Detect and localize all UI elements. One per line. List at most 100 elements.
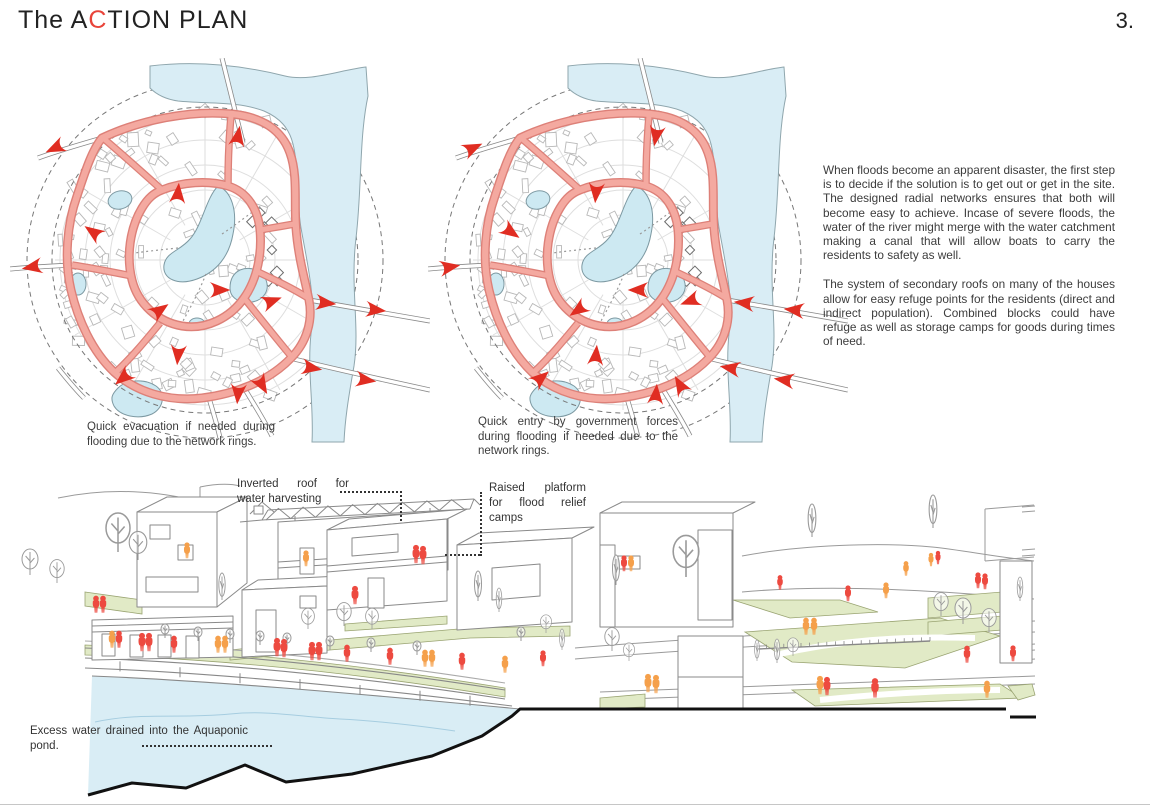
person-figure-icon [386, 647, 394, 665]
person-figure-icon [421, 649, 429, 667]
tree-icon [1016, 576, 1024, 601]
person-figure-icon [816, 675, 824, 695]
person-figure-icon [777, 575, 783, 590]
dotted-guides [543, 205, 680, 322]
tree-icon [787, 637, 799, 656]
buildings [91, 496, 1033, 709]
paragraph-flood-strategy: When floods become an apparent disaster,… [823, 163, 1115, 263]
tree-icon [49, 559, 65, 583]
entry-arrows [438, 124, 806, 406]
tree-icon [516, 626, 526, 641]
tree-icon [365, 607, 379, 629]
tree-icon [495, 587, 503, 612]
tree-icon [672, 534, 700, 577]
dotted-leader [445, 554, 480, 556]
tree-icon [225, 628, 235, 643]
tree-icon [612, 554, 620, 585]
person-figure-icon [844, 585, 852, 602]
tree-icon [366, 637, 376, 652]
tree-icon [255, 630, 265, 645]
person-figure-icon [928, 552, 934, 567]
person-figure-icon [302, 550, 310, 567]
building-right-edge [999, 560, 1033, 664]
tree-icon [928, 494, 938, 528]
person-figure-icon [412, 544, 420, 564]
person-figure-icon [214, 635, 222, 653]
tree-icon [325, 635, 335, 650]
person-figure-icon [308, 641, 316, 661]
person-figure-icon [652, 674, 660, 694]
title-text-pre: The A [18, 6, 89, 34]
person-figure-icon [343, 644, 351, 662]
tree-icon [754, 639, 760, 661]
ramp-railing-ticks [757, 637, 931, 649]
tree-icon [193, 626, 203, 641]
entry-map [428, 58, 848, 443]
dotted-leader [340, 491, 402, 493]
person-figure-icon [802, 617, 810, 635]
person-figure-icon [983, 680, 991, 698]
title-accent-letter: C [88, 6, 108, 34]
person-figure-icon [273, 637, 281, 657]
dotted-guides [125, 205, 262, 322]
person-figure-icon [315, 641, 323, 661]
tree-icon [981, 608, 997, 632]
person-figure-icon [428, 649, 436, 667]
person-figure-icon [138, 632, 146, 652]
person-figure-icon [823, 676, 831, 696]
building-small-cube [241, 575, 341, 658]
tree-icon [301, 607, 315, 629]
evacuation-arrows [21, 125, 387, 405]
tree-icon [540, 614, 552, 633]
person-figure-icon [644, 673, 652, 693]
title-text-post: TION PLAN [107, 6, 249, 34]
person-figure-icon [99, 595, 107, 613]
person-figure-icon [974, 572, 982, 589]
tree-icon [807, 503, 817, 537]
building-right-house [456, 526, 595, 631]
person-figure-icon [351, 585, 359, 605]
description-text-column: When floods become an apparent disaster,… [823, 163, 1115, 363]
person-figure-icon [221, 635, 229, 653]
person-figure-icon [871, 678, 879, 698]
person-figure-icon [170, 635, 178, 653]
trees [21, 494, 1024, 663]
person-figure-icon [810, 617, 818, 635]
dotted-leader [142, 745, 272, 747]
annotation-inverted-roof: Inverted roof for water harvesting [237, 478, 349, 505]
tree-icon [604, 627, 620, 651]
annotation-raised-platform: Raised platform for flood relief camps [489, 482, 586, 524]
page-edge-line [0, 804, 1150, 805]
tree-icon [474, 570, 482, 601]
tree-icon [105, 512, 131, 552]
person-figure-icon [882, 582, 890, 599]
people-figures [92, 542, 1017, 698]
building-far-right-block [599, 501, 756, 628]
page-number: 3. [1115, 8, 1134, 33]
dotted-leader [400, 491, 402, 521]
person-figure-icon [280, 638, 288, 658]
promenade-joint-ticks [119, 661, 471, 706]
river [567, 63, 787, 443]
person-figure-icon [419, 545, 427, 565]
person-figure-icon [92, 595, 100, 613]
building-left-house [136, 496, 248, 608]
tree-icon [218, 572, 226, 600]
person-figure-icon [620, 555, 628, 572]
person-figure-icon [115, 630, 123, 648]
person-figure-icon [903, 561, 909, 576]
person-figure-icon [501, 655, 509, 673]
person-figure-icon [963, 645, 971, 663]
page-title: The ACTION PLAN [18, 6, 248, 35]
tree-icon [412, 640, 422, 655]
person-figure-icon [539, 650, 547, 667]
evacuation-map-caption: Quick evacuation if needed during floodi… [87, 421, 275, 448]
building-section-block [677, 635, 744, 709]
tree-icon [933, 592, 949, 616]
person-figure-icon [935, 550, 941, 565]
person-figure-icon [981, 573, 989, 590]
person-figure-icon [108, 630, 116, 648]
person-figure-icon [627, 555, 635, 572]
tree-icon [773, 638, 781, 663]
